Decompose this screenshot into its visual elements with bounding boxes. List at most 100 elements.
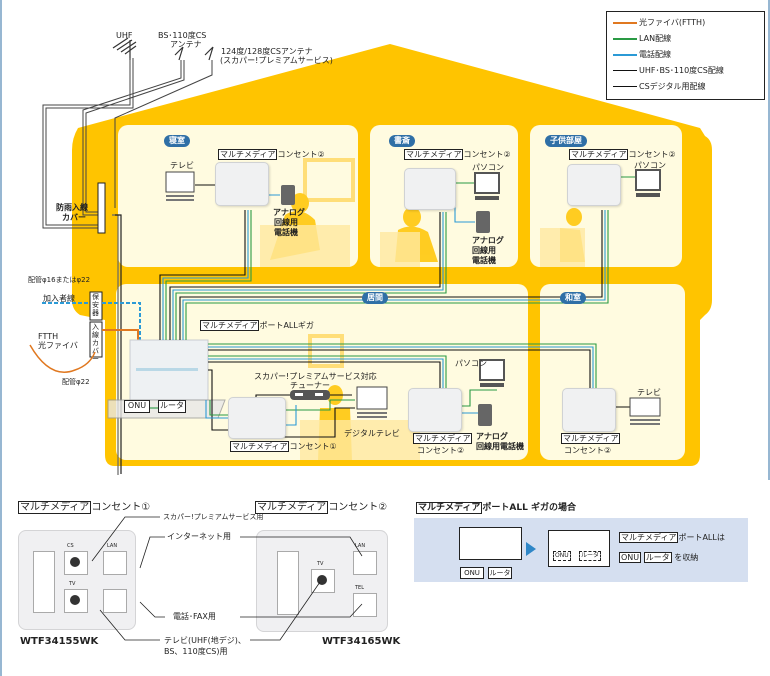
portall-after-cabinet: ONU ルータ xyxy=(548,530,610,567)
bs-antenna-label-2: アンテナ xyxy=(170,40,202,49)
callout-cs: スカパー!プレミアムサービス用 xyxy=(163,513,264,521)
bedroom-outlet[interactable] xyxy=(215,162,269,206)
cs-antenna-label-2: (スカパー!プレミアムサービス) xyxy=(220,56,333,65)
japanese-outlet-label-2: コンセント② xyxy=(564,446,612,455)
protector-label: 保安器 xyxy=(92,293,99,317)
japanese-outlet[interactable] xyxy=(562,388,616,432)
kids-pc-label: パソコン xyxy=(634,161,666,170)
outlet2-title: マルチメディアコンセント② xyxy=(255,501,388,514)
living-phone-label-2: 回線用電話機 xyxy=(476,442,524,451)
living-pc-label: パソコン xyxy=(455,359,487,368)
bedroom-phone-label-1: アナログ xyxy=(273,208,305,217)
room-tag-bedroom: 寝室 xyxy=(164,135,190,147)
outlet2-photo: TV LAN TEL xyxy=(256,530,388,632)
entry-cover-box xyxy=(89,321,103,358)
portall-router-inside: ルータ xyxy=(579,551,602,561)
outlet1-photo: CS LAN TV xyxy=(18,530,136,630)
outlet2-tel-jack xyxy=(353,593,377,617)
callout-phone-fax: 電話･FAX用 xyxy=(173,612,216,621)
rain-entry-cover xyxy=(97,182,106,234)
subscriber-line-label: 加入者線 xyxy=(43,294,75,303)
living-phone-label-1: アナログ xyxy=(476,432,508,441)
study-pc-label: パソコン xyxy=(472,163,504,172)
uhf-antenna-label: UHF xyxy=(116,31,133,40)
tuner-label-2: チューナー xyxy=(290,381,330,390)
outlet2-power-sockets xyxy=(277,551,299,615)
port-all-giga-label: マルチメディアポートALLギガ xyxy=(200,320,314,331)
study-outlet[interactable] xyxy=(404,168,456,210)
digital-tv-label: デジタルテレビ xyxy=(344,429,400,438)
portall-router-box: ルータ xyxy=(488,567,512,579)
portall-onu-inside: ONU xyxy=(553,551,571,561)
wiring-legend: 光ファイバ(FTTH) LAN配線 電話配線 UHF･BS･110度CS配線 C… xyxy=(606,11,765,100)
legend-item-fiber: 光ファイバ(FTTH) xyxy=(613,17,705,29)
portall-before-cabinet xyxy=(459,527,522,560)
room-tag-japanese: 和室 xyxy=(560,292,586,304)
callout-tv-2: BS、110度CS)用 xyxy=(164,647,228,656)
outlet2-tv-label: TV xyxy=(317,561,324,567)
tv-icons xyxy=(165,171,661,425)
pipe-16-22-label: 配管φ16またはφ22 xyxy=(28,276,91,284)
study-phone-label-3: 電話機 xyxy=(472,256,496,265)
outlet1-tel-jack xyxy=(103,589,127,613)
legend-item-uhf-bs: UHF･BS･110度CS配線 xyxy=(613,65,724,77)
phone-icons xyxy=(281,185,492,426)
outlet2-tel-label: TEL xyxy=(355,585,364,591)
ftth-label-2: 光ファイバ xyxy=(38,341,78,350)
study-outlet-label: マルチメディアコンセント② xyxy=(404,149,511,160)
living-outlet-2[interactable] xyxy=(408,388,462,432)
room-tag-study: 書斎 xyxy=(389,135,415,147)
arrow-right-icon xyxy=(526,542,536,556)
tuner-label-1: スカパー!プレミアムサービス対応 xyxy=(254,372,377,381)
outlet1-title: マルチメディアコンセント① xyxy=(18,501,151,514)
kids-outlet-label: マルチメディアコンセント② xyxy=(569,149,676,160)
portall-desc-2: ONU ルータ を収納 xyxy=(619,552,699,563)
legend-item-cs-digital: CSデジタル用配線 xyxy=(613,81,706,93)
bedroom-tv-label: テレビ xyxy=(170,161,194,170)
model-wtf34165wk: WTF34165WK xyxy=(322,636,401,647)
callout-tv-1: テレビ(UHF(地デジ)、 xyxy=(164,636,246,645)
living-outlet2-label-2: コンセント② xyxy=(417,446,465,455)
tuner-device xyxy=(290,390,330,400)
outlet1-cs-jack xyxy=(64,551,88,575)
outlet1-power-sockets xyxy=(33,551,55,613)
cs-antenna-label-1: 124度/128度CSアンテナ xyxy=(221,47,313,56)
model-wtf34155wk: WTF34155WK xyxy=(20,636,99,647)
bedroom-phone-label-3: 電話機 xyxy=(274,228,298,237)
bedroom-outlet-label: マルチメディアコンセント② xyxy=(218,149,325,160)
antenna-icons xyxy=(112,37,214,61)
router-box: ルータ xyxy=(158,400,186,413)
living-outlet2-label: マルチメディア xyxy=(413,433,473,444)
bs-antenna-label-1: BS･110度CS xyxy=(158,31,207,40)
room-tag-living: 居間 xyxy=(362,292,388,304)
outlet1-tv-jack xyxy=(64,589,88,613)
onu-box: ONU xyxy=(124,400,150,413)
kids-outlet[interactable] xyxy=(567,164,621,206)
bedroom-phone-label-2: 回線用 xyxy=(274,218,298,227)
outlet2-lan-label: LAN xyxy=(355,543,366,549)
entry-cover-label: 入線カバー xyxy=(92,323,99,363)
legend-item-phone: 電話配線 xyxy=(613,49,671,61)
japanese-tv-label: テレビ xyxy=(637,388,661,397)
outlet1-cs-label: CS xyxy=(67,543,74,549)
study-phone-label-1: アナログ xyxy=(472,236,504,245)
living-outlet1-label: マルチメディアコンセント① xyxy=(230,441,337,452)
portall-title: マルチメディアポートALL ギガの場合 xyxy=(416,502,576,514)
protector-box xyxy=(89,291,103,321)
outlet2-lan-jack xyxy=(353,551,377,575)
outlet1-tv-label: TV xyxy=(69,581,76,587)
outlet1-lan-label: LAN xyxy=(107,543,118,549)
portall-desc-1: マルチメディアポートALLは xyxy=(619,532,725,543)
pc-icons xyxy=(474,169,661,387)
rain-cover-label-1: 防雨入線 xyxy=(56,203,88,212)
legend-item-lan: LAN配線 xyxy=(613,33,671,45)
living-outlet-1[interactable] xyxy=(228,397,286,439)
callout-internet: インターネット用 xyxy=(167,532,231,541)
outlet2-tv-jack xyxy=(311,569,335,593)
room-tag-kids: 子供部屋 xyxy=(545,135,587,147)
portall-panel: ONU ルータ ONU ルータ マルチメディアポートALLは ONU ルータ を… xyxy=(414,518,748,582)
study-phone-label-2: 回線用 xyxy=(472,246,496,255)
portall-onu-box: ONU xyxy=(460,567,484,579)
pipe-22-label: 配管φ22 xyxy=(62,378,90,386)
outlet1-lan-jack xyxy=(103,551,127,575)
